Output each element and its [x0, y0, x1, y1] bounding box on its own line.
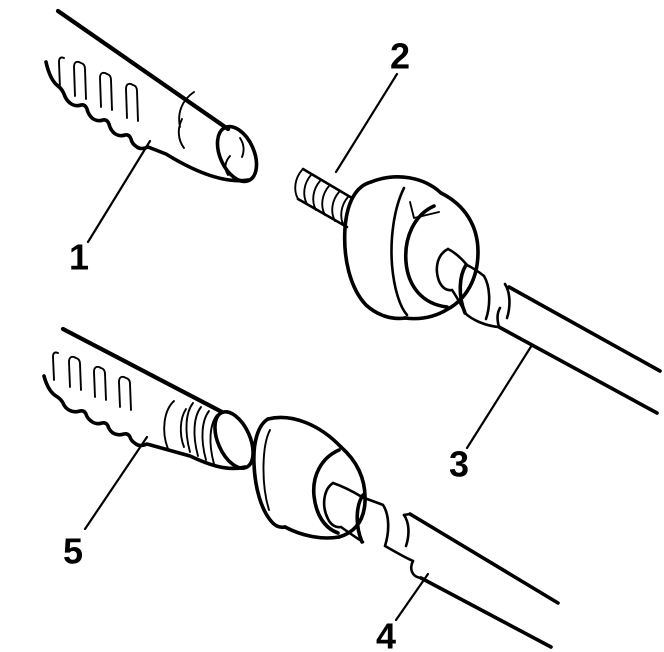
housing-notch: [409, 201, 440, 219]
tie-rod-drawing-top: [496, 285, 662, 415]
rack-shaft-drawing-top: [44, 8, 259, 184]
leader-lines: [83, 72, 534, 622]
leader-line-3: [465, 343, 534, 450]
callout-label-2: 2: [390, 36, 410, 77]
callout-label-4: 4: [376, 616, 396, 652]
callout-label-1: 1: [69, 237, 89, 278]
callout-label-3: 3: [449, 444, 469, 485]
ball-joint-housing-drawing: [342, 175, 511, 329]
ball-socket-drawing: [252, 415, 415, 563]
cylinder-end-face: [215, 124, 259, 184]
rack-shaft-drawing-bottom: [42, 326, 255, 471]
rack-teeth-bottom: [52, 351, 132, 411]
callout-label-5: 5: [63, 531, 83, 572]
leader-line-5: [83, 435, 149, 531]
leader-line-2: [334, 72, 399, 174]
rack-teeth-top: [58, 56, 139, 122]
tie-rod-drawing-bottom: [402, 512, 560, 649]
threaded-tip-face: [213, 410, 255, 470]
leader-line-4: [394, 572, 430, 622]
threaded-stud-drawing: [294, 167, 354, 229]
leader-line-1: [86, 139, 152, 244]
thread-rings: [185, 402, 218, 465]
